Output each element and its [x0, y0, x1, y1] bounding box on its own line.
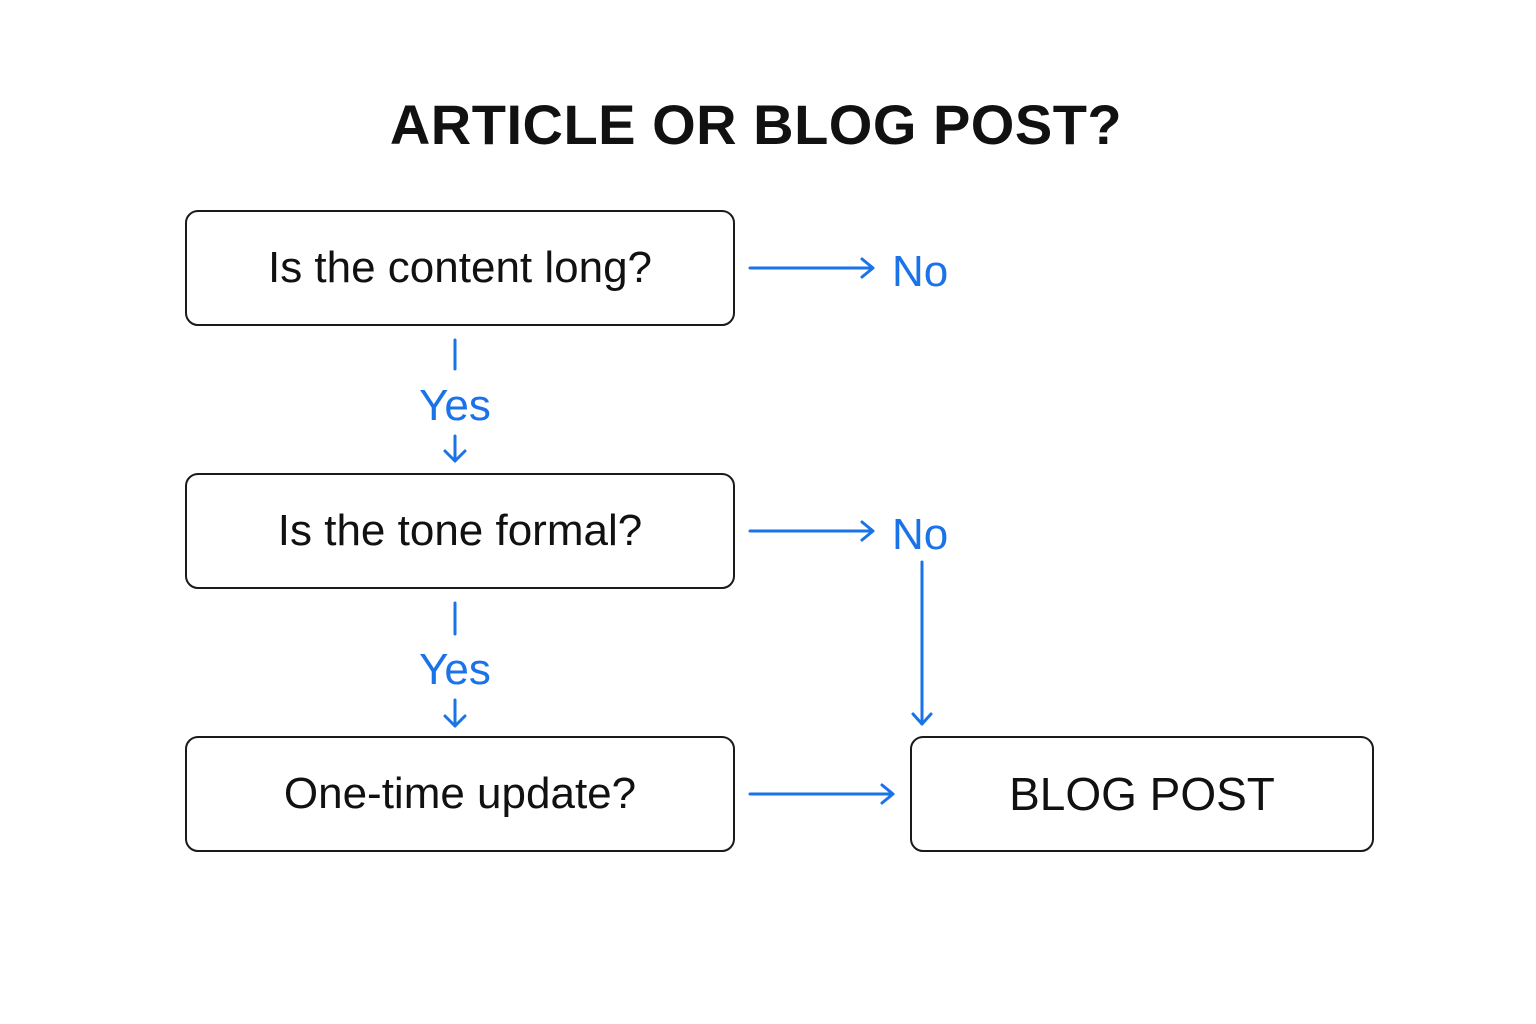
- edge-label-yes-1: Yes: [419, 381, 491, 430]
- node-one-time-update: One-time update?: [185, 736, 735, 852]
- edge-label-no-1: No: [892, 247, 949, 296]
- node-tone-formal: Is the tone formal?: [185, 473, 735, 589]
- node-tone-formal-label: Is the tone formal?: [277, 506, 643, 555]
- edge-label-no-2: No: [892, 510, 949, 559]
- arrow-no-to-blog-post: [911, 560, 933, 726]
- arrow-q2-no: [748, 520, 875, 542]
- node-content-long: Is the content long?: [185, 210, 735, 326]
- node-blog-post-label: BLOG POST: [1009, 768, 1275, 820]
- arrow-q1-no: [748, 257, 875, 279]
- node-blog-post: BLOG POST: [910, 736, 1374, 852]
- node-one-time-update-label: One-time update?: [283, 769, 637, 818]
- edge-label-yes-2: Yes: [419, 645, 491, 694]
- diagram-title: ARTICLE OR BLOG POST?: [389, 93, 1123, 156]
- node-content-long-label: Is the content long?: [267, 243, 653, 292]
- arrow-q3-blog-post: [748, 783, 895, 805]
